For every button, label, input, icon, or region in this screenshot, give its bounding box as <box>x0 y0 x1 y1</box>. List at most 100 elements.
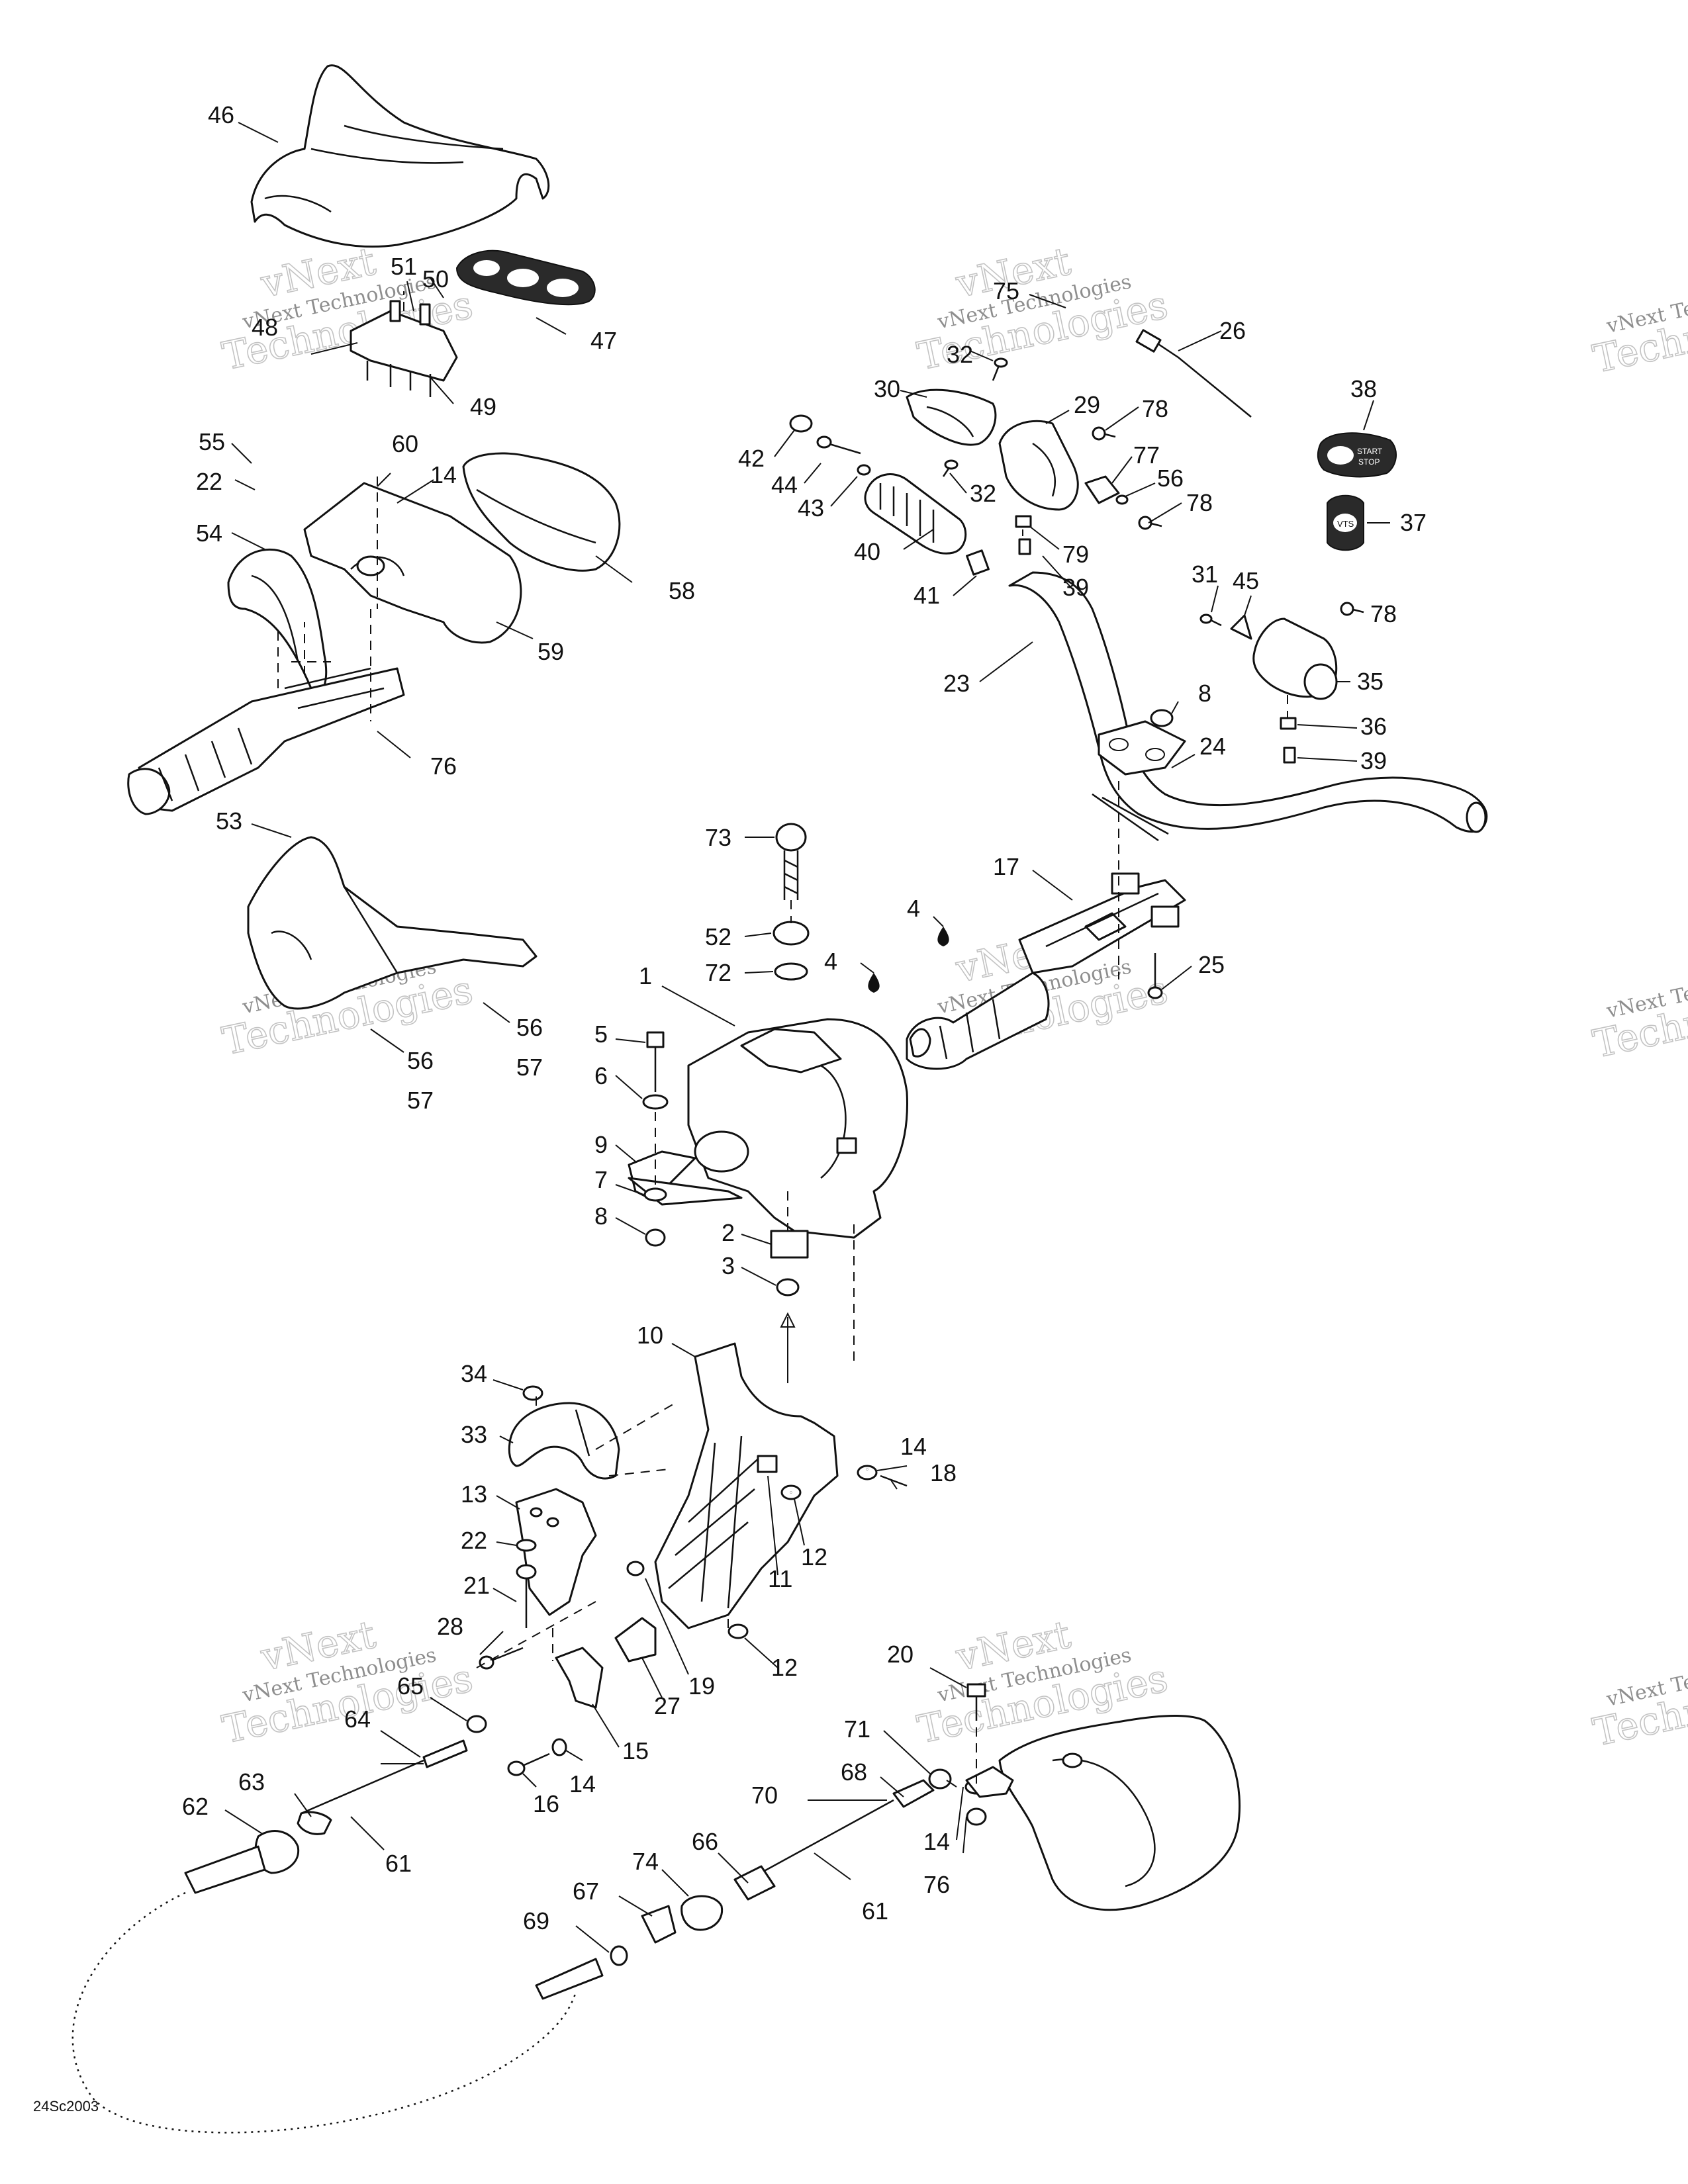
callout-38: 38 <box>1350 375 1377 402</box>
callout-62: 62 <box>182 1793 209 1820</box>
callout-57b: 57 <box>407 1087 434 1114</box>
callout-76b: 76 <box>923 1871 950 1898</box>
callout-39b: 39 <box>1360 747 1387 774</box>
callout-8: 8 <box>1198 680 1211 707</box>
callout-64: 64 <box>344 1706 371 1733</box>
top-cover-part <box>250 64 550 248</box>
callout-10: 10 <box>637 1322 663 1349</box>
callout-14d: 14 <box>923 1828 950 1855</box>
callout-18: 13 <box>461 1480 487 1508</box>
callout-65: 65 <box>397 1672 424 1700</box>
callout-33: 33 <box>461 1421 487 1448</box>
switch-pod-part <box>1252 617 1338 700</box>
callout-72: 72 <box>705 959 731 986</box>
callout-50: 50 <box>422 265 449 293</box>
steering-support-part <box>628 1018 908 1239</box>
callout-24: 24 <box>1199 733 1226 760</box>
callout-16: 16 <box>533 1790 559 1817</box>
callout-6: 6 <box>594 1062 608 1089</box>
callout-4b: 4 <box>824 948 837 975</box>
clamp-top-part <box>508 1402 620 1480</box>
callout-22b: 22 <box>461 1527 487 1554</box>
callout-57: 57 <box>516 1054 543 1081</box>
steering-shaft-part <box>1018 872 1186 974</box>
callout-59: 59 <box>538 638 564 665</box>
svg-text:Technologies: Technologies <box>1589 285 1688 381</box>
callout-12b: 12 <box>771 1654 798 1681</box>
callout-56c: 56 <box>1157 465 1184 492</box>
callout-39: 39 <box>1062 574 1089 601</box>
callout-9: 9 <box>594 1131 608 1158</box>
callout-4: 4 <box>907 895 920 922</box>
callout-58: 58 <box>669 577 695 604</box>
bolt-73-part <box>775 823 807 900</box>
callout-44: 44 <box>771 471 798 498</box>
callout-7: 7 <box>594 1166 608 1193</box>
callout-55: 55 <box>199 428 225 455</box>
callout-14c: 14 <box>569 1770 596 1797</box>
callout-19: 19 <box>688 1672 715 1700</box>
callout-5: 5 <box>594 1021 608 1048</box>
callout-70: 70 <box>751 1782 778 1809</box>
callout-60: 60 <box>392 430 418 457</box>
callout-17: 17 <box>993 853 1019 880</box>
callout-35: 35 <box>1357 668 1383 695</box>
callout-49: 49 <box>470 393 496 420</box>
leader-lines <box>224 122 1390 1953</box>
callout-26: 26 <box>1219 317 1246 344</box>
callout-21: 21 <box>463 1572 490 1599</box>
svg-text:VTS: VTS <box>1337 519 1354 529</box>
start-stop-button-part: START STOP <box>1317 432 1397 478</box>
callout-73: 73 <box>705 824 731 851</box>
cap-part <box>906 388 997 446</box>
switch-plate-part <box>455 250 596 306</box>
callouts: 46 51 50 48 47 49 55 60 14 22 54 58 59 7… <box>182 101 1427 1934</box>
callout-42: 42 <box>738 445 765 472</box>
callout-75: 75 <box>993 277 1019 304</box>
handlebar-part <box>1008 571 1488 842</box>
callout-61: 61 <box>385 1850 412 1877</box>
steering-bracket-part <box>654 1342 839 1629</box>
callout-45: 45 <box>1233 567 1259 594</box>
callout-31: 31 <box>1192 561 1218 588</box>
callout-41: 41 <box>914 582 940 609</box>
callout-27: 27 <box>654 1692 680 1719</box>
callout-11: 11 <box>768 1565 792 1592</box>
callout-48: 48 <box>252 314 278 341</box>
callout-53: 53 <box>216 807 242 835</box>
callout-34: 34 <box>461 1360 487 1387</box>
callout-63: 63 <box>238 1768 265 1796</box>
callout-14b: 14 <box>900 1433 927 1460</box>
grip-part <box>864 473 967 555</box>
lower-shroud-part <box>247 836 538 1010</box>
svg-text:Technologies: Technologies <box>1589 1658 1688 1754</box>
callout-56b: 56 <box>407 1047 434 1074</box>
callout-15: 15 <box>622 1737 649 1764</box>
callout-1: 1 <box>639 962 652 989</box>
callout-78b: 78 <box>1186 489 1213 516</box>
svg-text:Technologies: Technologies <box>1589 970 1688 1066</box>
nut-52-part <box>773 921 810 946</box>
steering-column-part <box>127 667 405 815</box>
callout-78c: 78 <box>1370 600 1397 627</box>
callout-46: 46 <box>208 101 234 128</box>
handlebar-clamp-part <box>1098 720 1186 776</box>
shroud-part <box>227 548 328 695</box>
callout-29: 29 <box>1074 391 1100 418</box>
callout-30: 30 <box>874 375 900 402</box>
throttle-cable-part <box>1135 329 1252 418</box>
callout-76: 76 <box>430 752 457 780</box>
callout-2: 2 <box>722 1219 735 1246</box>
callout-54: 54 <box>196 520 222 547</box>
vts-button-part: VTS <box>1327 494 1364 551</box>
callout-69: 69 <box>523 1907 549 1934</box>
callout-52: 52 <box>705 923 731 950</box>
svg-text:START: START <box>1357 447 1383 456</box>
callout-77: 77 <box>1133 441 1160 469</box>
callout-56: 56 <box>516 1014 543 1041</box>
callout-32b: 32 <box>970 480 996 507</box>
drawing-code: 24Sc2003 <box>33 2098 99 2115</box>
callout-28: 28 <box>437 1613 463 1640</box>
callout-13: 18 <box>930 1459 957 1486</box>
